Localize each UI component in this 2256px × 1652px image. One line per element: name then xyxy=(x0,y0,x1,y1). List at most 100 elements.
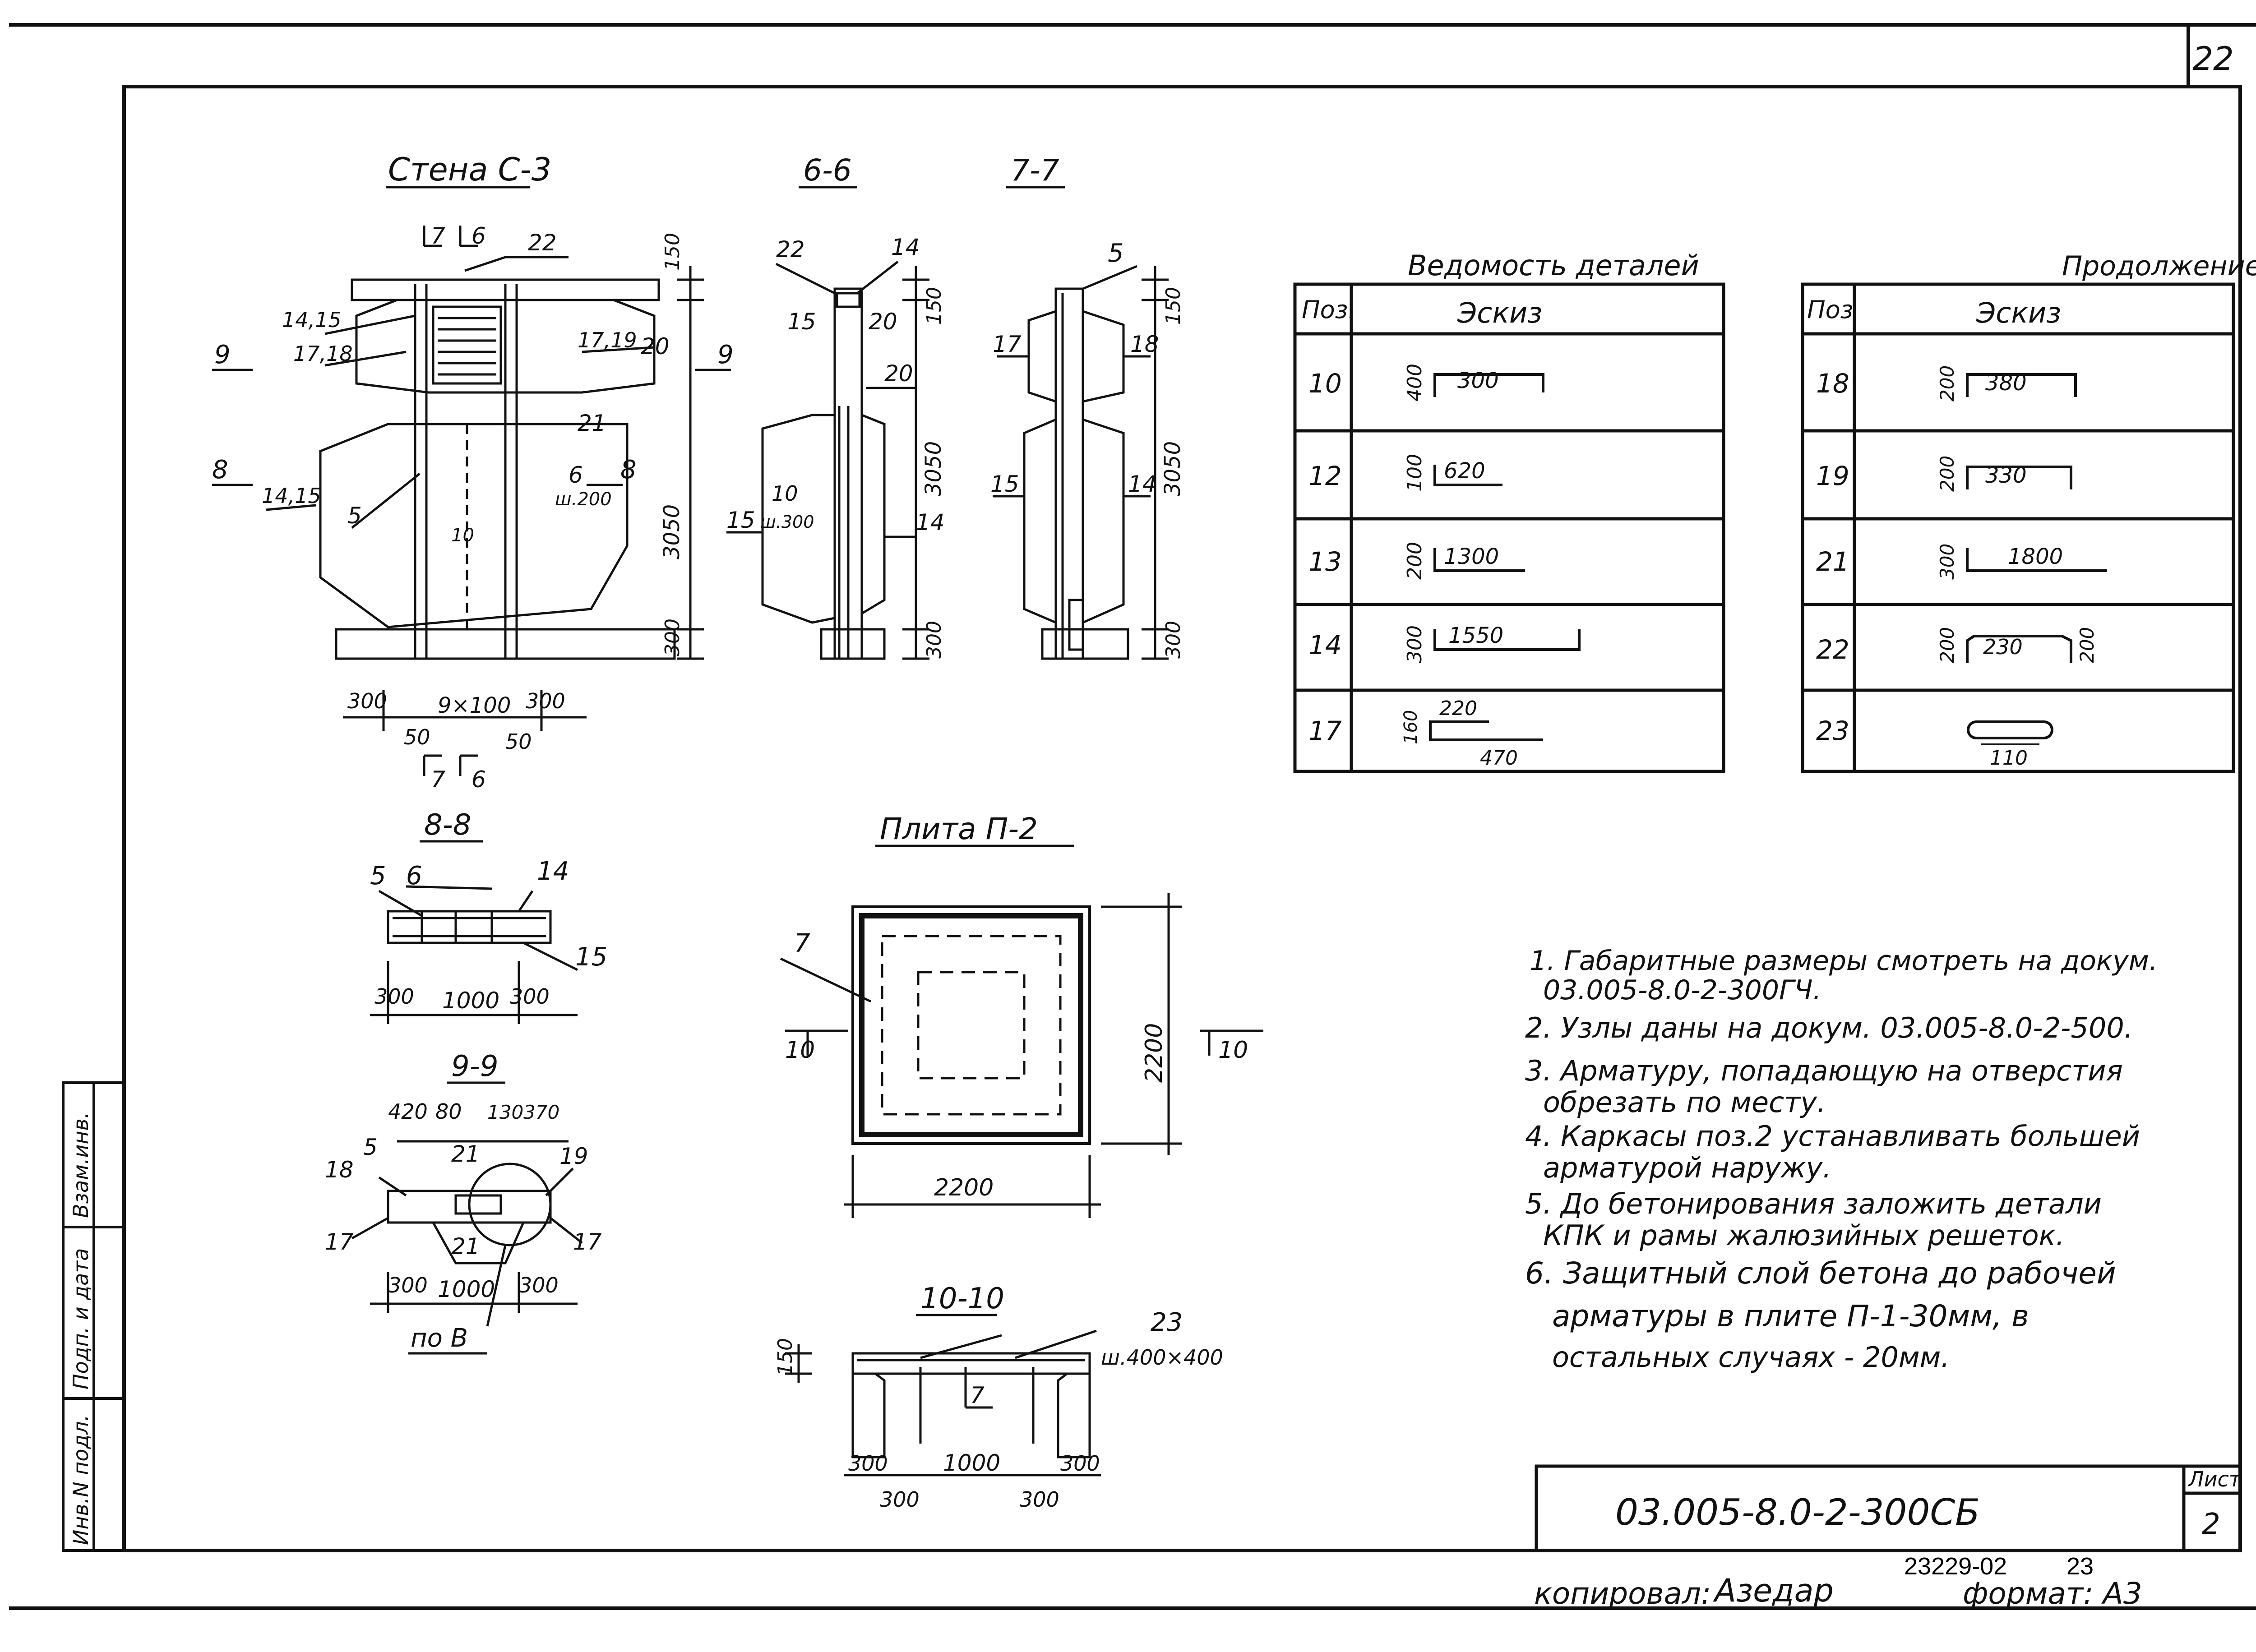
s8-label-6: 6 xyxy=(406,861,422,891)
section-6-6: 6-6 22 14 15 20 20 10 ш.300 15 xyxy=(726,153,946,660)
s6-label-10: 10 xyxy=(772,481,798,506)
s9-dim-300a: 300 xyxy=(388,1273,428,1297)
s10-dim-1000: 1000 xyxy=(943,1450,1000,1476)
page-number: 22 xyxy=(2192,40,2234,78)
note-line: обрезать по месту. xyxy=(1543,1086,1826,1119)
s10-label-sh: ш.400×400 xyxy=(1101,1345,1223,1370)
schedule-row-pos: 18 xyxy=(1816,368,1849,399)
sketch-dim-b: 110 xyxy=(1990,747,2028,770)
s9-label-19: 19 xyxy=(559,1143,588,1169)
slab-dim-2200v: 2200 xyxy=(1141,1023,1168,1083)
stamp-sign: Подп. и дата xyxy=(69,1248,93,1389)
sketch-dim-a: 100 xyxy=(1403,454,1426,492)
schedule2-col-sketch: Эскиз xyxy=(1976,296,2061,329)
s10-dim-300c: 300 xyxy=(880,1487,920,1512)
slab-label-7: 7 xyxy=(794,929,810,958)
s6-label-15b: 15 xyxy=(726,507,755,533)
s7-label-17: 17 xyxy=(993,331,1022,357)
document-code: 03.005-8.0-2-300СБ xyxy=(1615,1491,1980,1533)
s10-label-7: 7 xyxy=(970,1382,985,1408)
side-stamp xyxy=(62,1081,125,1552)
wall-c3-view: Стена С-3 xyxy=(212,151,734,793)
s9-dim-370: 370 xyxy=(523,1101,559,1123)
footer-format: формат: А3 xyxy=(1963,1576,2142,1611)
wall-section-8a: 8 xyxy=(212,455,228,485)
note-line: 6. Защитный слой бетона до рабочей xyxy=(1525,1256,2116,1291)
s9-dim-130: 130 xyxy=(487,1101,523,1123)
section-9-9-title: 9-9 xyxy=(451,1050,499,1083)
s8-dim-300b: 300 xyxy=(510,984,550,1009)
wall-dim-150: 150 xyxy=(661,233,684,271)
s10-dim-300d: 300 xyxy=(1020,1487,1059,1512)
note-line: арматурой наружу. xyxy=(1543,1151,1831,1184)
wall-section-7top: 7 xyxy=(431,223,445,249)
s7-label-15: 15 xyxy=(990,471,1019,497)
s6-dim-3050: 3050 xyxy=(921,441,946,496)
slab-title: Плита П-2 xyxy=(880,812,1038,846)
wall-dim-300a: 300 xyxy=(347,689,387,713)
s9-label-po-b: по В xyxy=(411,1324,468,1353)
section-8-8-title: 8-8 xyxy=(424,808,472,842)
s9-label-18: 18 xyxy=(325,1157,354,1183)
s6-label-20a: 20 xyxy=(869,309,897,335)
schedule-col-pos: Поз. xyxy=(1302,295,1356,324)
section-7-7-title: 7-7 xyxy=(1011,153,1059,188)
wall-label-14-15b: 14,15 xyxy=(262,484,321,508)
sketch-dim-a: 200 xyxy=(1403,542,1426,580)
wall-section-9a: 9 xyxy=(214,340,231,369)
wall-section-6bot: 6 xyxy=(472,766,486,793)
sheet-number: 2 xyxy=(2202,1508,2220,1541)
sketch-dim-b: 1800 xyxy=(2008,544,2063,569)
note-line: 3. Арматуру, попадающую на отверстия xyxy=(1525,1054,2123,1087)
s6-label-14: 14 xyxy=(891,234,920,260)
sketch-dim-b: 1550 xyxy=(1448,623,1503,648)
s9-dim-420: 420 xyxy=(388,1099,428,1124)
sketch-dim-b: 330 xyxy=(1985,463,2027,488)
s6-label-14b: 14 xyxy=(916,509,945,535)
footer-copied: копировал: xyxy=(1534,1576,1711,1611)
s6-label-20b: 20 xyxy=(884,360,913,387)
wall-dim-9x100: 9×100 xyxy=(438,693,511,718)
s6-label-sh300: ш.300 xyxy=(760,512,814,532)
sketch-dim-b: 300 xyxy=(1457,368,1499,393)
s6-label-22: 22 xyxy=(776,236,805,263)
schedule-col-sketch: Эскиз xyxy=(1457,296,1542,329)
sketch-dim-a: 200 xyxy=(1936,627,1958,663)
s7-dim-300: 300 xyxy=(1162,621,1185,659)
s6-label-15: 15 xyxy=(787,309,816,335)
s9-dim-300b: 300 xyxy=(519,1273,559,1297)
sketch-dim-a: 200 xyxy=(1936,456,1958,492)
note-line: 5. До бетонирования заложить детали xyxy=(1525,1187,2102,1220)
s8-label-5: 5 xyxy=(370,861,386,891)
s10-dim-150: 150 xyxy=(774,1338,797,1376)
sketch-dim-a: 300 xyxy=(1936,544,1958,580)
s9-dim-80: 80 xyxy=(435,1099,462,1124)
wall-label-5: 5 xyxy=(347,503,362,529)
sheet-frame xyxy=(9,23,2256,1610)
s10-dim-300b: 300 xyxy=(1060,1451,1100,1476)
s9-label-21b: 21 xyxy=(451,1233,480,1260)
footer-sub: 23 xyxy=(2066,1553,2094,1580)
s7-label-14: 14 xyxy=(1128,471,1157,497)
sketch-dim-c: 470 xyxy=(1480,747,1518,770)
s9-label-17b: 17 xyxy=(573,1229,602,1255)
slab-section-10a: 10 xyxy=(785,1037,815,1064)
s7-dim-3050: 3050 xyxy=(1160,441,1185,496)
sketch-dim-b: 380 xyxy=(1985,370,2027,396)
section-9-9: 9-9 420 80 130 370 5 21 19 18 17 17 21 3… xyxy=(325,1050,602,1355)
note-line: 03.005-8.0-2-300ГЧ. xyxy=(1543,974,1821,1006)
notes-block: 1. Габаритные размеры смотреть на докум.… xyxy=(1525,945,2158,1374)
s7-label-18: 18 xyxy=(1130,331,1159,357)
s9-label-21a: 21 xyxy=(451,1141,480,1167)
schedule-row-pos: 13 xyxy=(1308,546,1342,577)
s8-dim-1000: 1000 xyxy=(442,988,499,1014)
s6-dim-300: 300 xyxy=(923,621,946,659)
sketch-dim-b: 620 xyxy=(1444,458,1485,484)
section-10-10-title: 10-10 xyxy=(920,1282,1004,1315)
schedule-row-pos: 22 xyxy=(1816,634,1849,665)
wall-label-17-18: 17,18 xyxy=(293,341,353,366)
s9-label-5: 5 xyxy=(363,1134,378,1160)
slab-p2: Плита П-2 7 10 10 2200 2200 xyxy=(780,812,1263,1218)
slab-section-10b: 10 xyxy=(1218,1037,1248,1064)
